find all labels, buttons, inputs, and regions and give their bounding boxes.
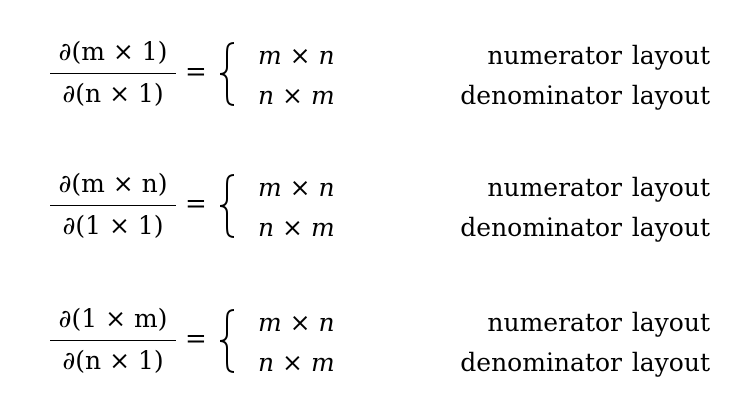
layout-kind: numerator xyxy=(487,173,622,202)
layout-kind: denominator xyxy=(460,81,622,110)
fraction-numerator: ∂(m × n) xyxy=(58,169,168,198)
result-dimensions: n × m xyxy=(258,213,335,242)
case-row-2: n × m denominator layout xyxy=(258,80,710,114)
fraction-numerator: ∂(m × 1) xyxy=(58,37,168,66)
fraction-bar xyxy=(50,73,176,74)
layout-kind: denominator xyxy=(460,348,622,377)
case-row-2: n × m denominator layout xyxy=(258,347,710,381)
result-dimensions: n × m xyxy=(258,81,335,110)
fraction-bar xyxy=(50,205,176,206)
equation-1: ∂(m × 1) ∂(n × 1) = m × n numerator layo… xyxy=(50,34,710,114)
result-dimensions: m × n xyxy=(258,41,335,70)
derivative-fraction: ∂(m × n) ∂(1 × 1) xyxy=(50,166,176,246)
derivative-fraction: ∂(m × 1) ∂(n × 1) xyxy=(50,34,176,114)
left-brace-icon xyxy=(218,309,236,373)
layout-word: layout xyxy=(631,173,710,202)
equals-sign: = xyxy=(185,57,207,87)
equals-sign: = xyxy=(185,189,207,219)
fraction-denominator: ∂(1 × 1) xyxy=(62,211,164,240)
fraction-numerator: ∂(1 × m) xyxy=(58,304,168,333)
derivative-fraction: ∂(1 × m) ∂(n × 1) xyxy=(50,301,176,381)
result-dimensions: m × n xyxy=(258,308,335,337)
left-brace-icon xyxy=(218,42,236,106)
equation-2: ∂(m × n) ∂(1 × 1) = m × n numerator layo… xyxy=(50,166,710,246)
layout-word: layout xyxy=(631,348,710,377)
fraction-denominator: ∂(n × 1) xyxy=(62,79,164,108)
case-row-2: n × m denominator layout xyxy=(258,212,710,246)
layout-kind: denominator xyxy=(460,213,622,242)
result-dimensions: m × n xyxy=(258,173,335,202)
fraction-denominator: ∂(n × 1) xyxy=(62,346,164,375)
case-row-1: m × n numerator layout xyxy=(258,172,710,206)
layout-word: layout xyxy=(631,81,710,110)
layout-word: layout xyxy=(631,213,710,242)
layout-kind: numerator xyxy=(487,308,622,337)
fraction-bar xyxy=(50,340,176,341)
layout-word: layout xyxy=(631,41,710,70)
case-row-1: m × n numerator layout xyxy=(258,307,710,341)
case-row-1: m × n numerator layout xyxy=(258,40,710,74)
left-brace-icon xyxy=(218,174,236,238)
equals-sign: = xyxy=(185,324,207,354)
result-dimensions: n × m xyxy=(258,348,335,377)
layout-kind: numerator xyxy=(487,41,622,70)
equation-3: ∂(1 × m) ∂(n × 1) = m × n numerator layo… xyxy=(50,301,710,381)
layout-word: layout xyxy=(631,308,710,337)
